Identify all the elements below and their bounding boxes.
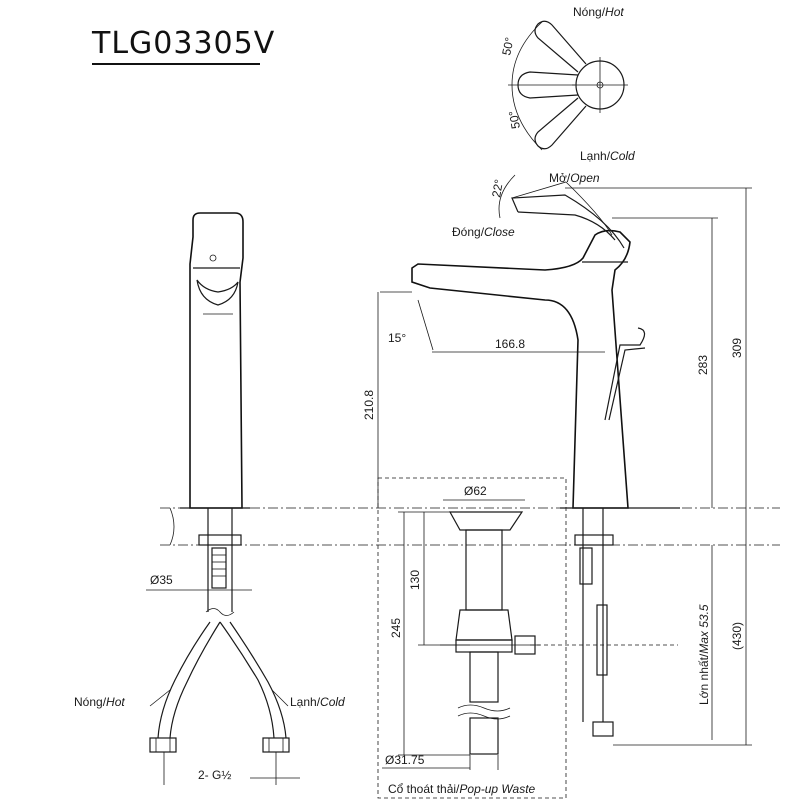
- waste-box: [377, 477, 567, 799]
- cold-label: Lạnh/Cold: [580, 149, 635, 163]
- dim-spout-reach: 166.8: [495, 337, 525, 351]
- rotation-arc: [511, 21, 543, 151]
- handle-cold-lever: [534, 97, 587, 150]
- waste-flange: [448, 511, 524, 531]
- handle-center-lever: [517, 71, 579, 99]
- faucet-front-body: [189, 212, 244, 509]
- cold-hose: [219, 621, 275, 739]
- dim-waste-top-dia: Ø62: [464, 484, 487, 498]
- dim-connection: 2- G½: [198, 768, 231, 782]
- dim-shank-dia: Ø35: [150, 573, 173, 587]
- model-title: TLG03305V: [92, 26, 276, 61]
- waste-body: [465, 529, 503, 611]
- waste-label: Cổ thoát thải/Pop-up Waste: [388, 782, 536, 796]
- side-rod: [596, 604, 608, 676]
- front-view: Ø35 Nóng/Hot Lạnh/Cold 2- G½: [74, 212, 780, 785]
- hot-label: Nóng/Hot: [573, 5, 624, 19]
- front-nut: [198, 534, 242, 546]
- close-label: Đóng/Close: [452, 225, 515, 239]
- lever-angle: 22°: [489, 178, 506, 199]
- hot-hose: [157, 621, 211, 739]
- dim-max-thickness: Lớn nhất/Max 53.5: [697, 604, 711, 705]
- side-view: 15° 166.8 210.8 22° Mở/Open Đóng/Close 2…: [362, 171, 752, 746]
- hot-fitting: [149, 737, 177, 753]
- dim-waste-130: 130: [408, 570, 422, 590]
- popup-rod: [604, 327, 646, 421]
- hot-angle: 50°: [499, 36, 517, 57]
- dim-hose-length: (430): [730, 622, 744, 650]
- dim-body-height: 283: [696, 355, 710, 375]
- faucet-side-body: [411, 229, 631, 509]
- dim-total-height: 309: [730, 338, 744, 358]
- dim-waste-245: 245: [389, 618, 403, 638]
- front-bolt: [211, 547, 227, 589]
- handle-hot-lever: [534, 20, 587, 73]
- popup-waste: Ø62 245 130 Ø31.75 Cổ thoát thải/Pop-up …: [377, 477, 567, 799]
- dim-waste-bottom-dia: Ø31.75: [385, 753, 425, 767]
- lever-open: [511, 181, 613, 236]
- dim-spout-height: 210.8: [362, 390, 376, 420]
- dim-spout-angle: 15°: [388, 331, 406, 345]
- handle-top-view: Nóng/Hot Lạnh/Cold 50° 50°: [499, 5, 635, 163]
- open-label: Mở/Open: [549, 171, 600, 185]
- front-lever-tip: [196, 279, 239, 306]
- side-cold-label: Lạnh/Cold: [290, 695, 345, 709]
- cold-angle: 50°: [506, 109, 523, 129]
- side-hot-label: Nóng/Hot: [74, 695, 125, 709]
- side-fitting: [592, 721, 614, 737]
- cold-fitting: [262, 737, 290, 753]
- title-underline: [92, 63, 260, 65]
- lever-closed: [517, 211, 616, 241]
